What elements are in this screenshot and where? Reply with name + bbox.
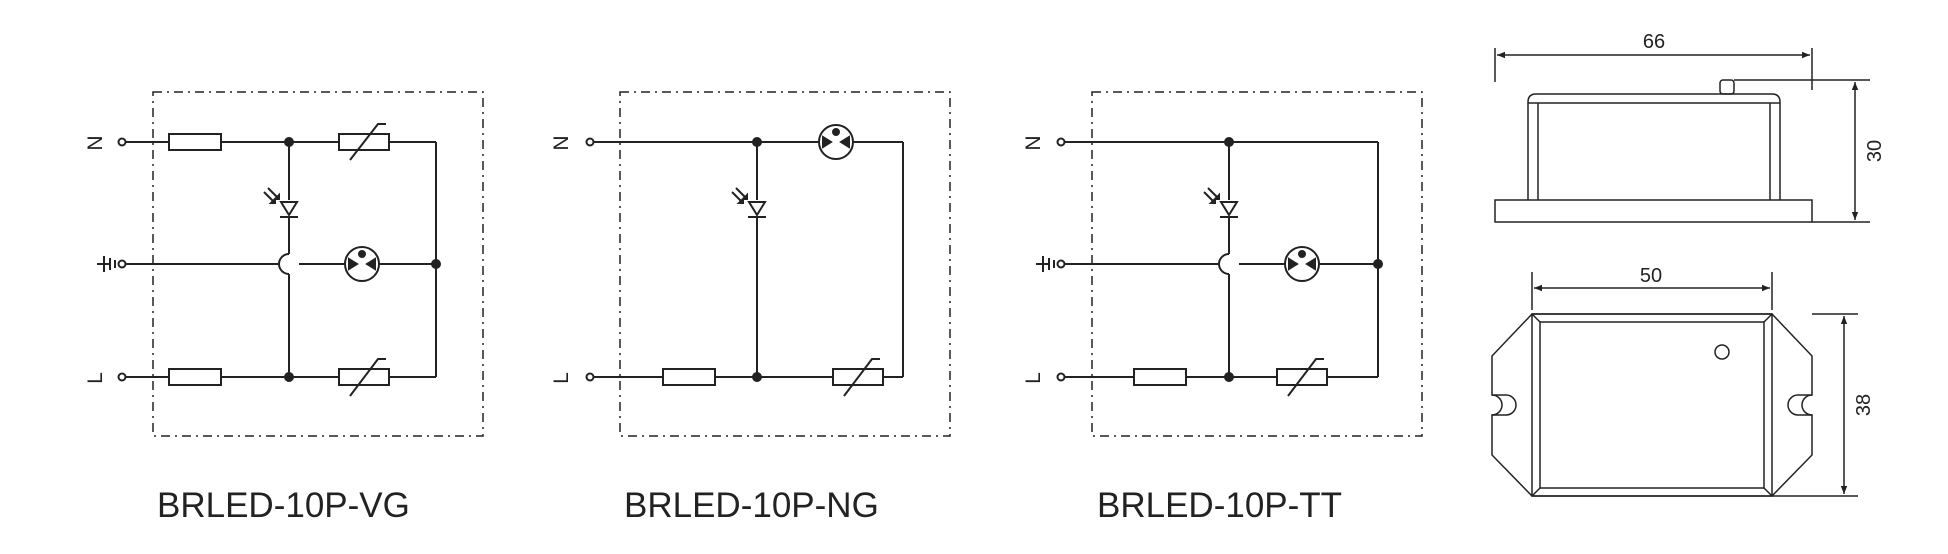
dimension-label-height: 38 [1853,394,1875,416]
led-indicator [731,187,767,218]
enclosure-boundary [619,91,951,437]
dimension-label-width: 50 [1640,265,1662,287]
schematic-ng: N L BRL [550,91,951,525]
terminal-n [1056,137,1066,147]
side-view: 66 30 [1494,31,1886,223]
terminal-label-l: L [550,372,573,384]
dimension-label-height: 30 [1864,140,1886,162]
gas-discharge-tube [818,124,854,160]
fuse-l [168,368,222,386]
terminal-label-n: N [1022,135,1045,150]
terminal-g [1056,259,1066,269]
ground-symbol [1036,256,1055,272]
model-name: BRLED-10P-VG [157,486,410,525]
terminal-label-l: L [84,372,107,384]
terminal-label-n: N [84,135,107,150]
model-name: BRLED-10P-TT [1097,486,1342,525]
terminal-g [117,259,127,269]
top-view: 50 38 [1491,265,1875,497]
terminal-l [117,372,127,382]
led-indicator [1203,187,1239,218]
schematic-vg: N L [84,91,484,525]
terminal-n [117,137,127,147]
schematic-tt: N L [1022,91,1423,525]
model-name: BRLED-10P-NG [624,486,879,525]
fuse-n [168,133,222,151]
dimension-label-width: 66 [1643,31,1665,53]
indicator-window [1714,344,1730,360]
gas-discharge-tube [344,246,380,282]
gas-discharge-tube [1284,246,1320,282]
terminal-l [585,372,595,382]
ground-symbol [97,256,116,272]
fuse-l [662,368,716,386]
fuse-l [1133,368,1187,386]
led-indicator [263,187,299,218]
terminal-label-l: L [1022,372,1045,384]
terminal-l [1056,372,1066,382]
terminal-label-n: N [550,135,573,150]
terminal-n [585,137,595,147]
